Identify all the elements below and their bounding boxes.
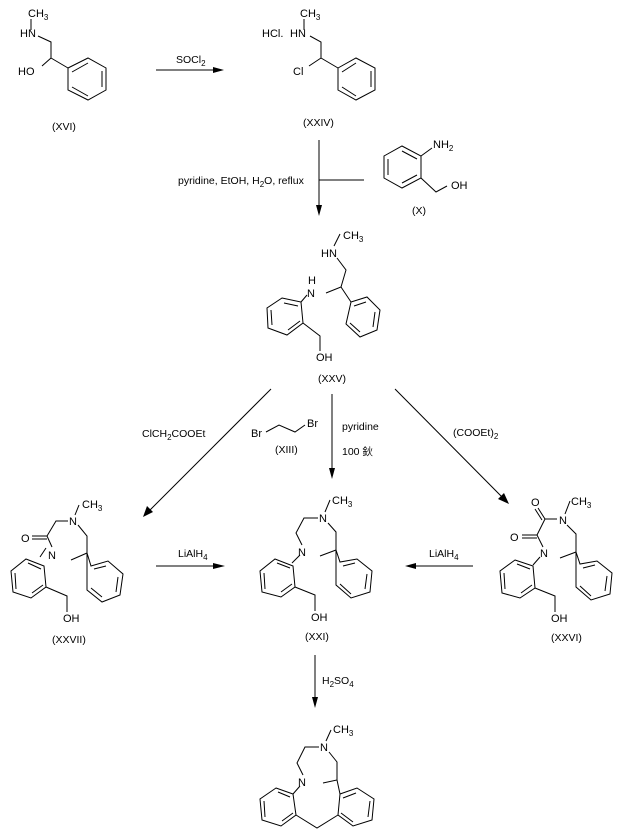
atom-o: O: [21, 533, 30, 545]
atom-cl: Cl: [293, 66, 303, 78]
reagent-pyridine: pyridine: [342, 421, 379, 433]
atom-oh: HO: [18, 66, 35, 78]
benzene-ring-left: [499, 559, 536, 599]
benzene-ring-left: [266, 297, 304, 336]
compound-label: (XXV): [318, 373, 346, 385]
benzene-ring: [337, 57, 376, 101]
atom-br2: Br: [307, 418, 318, 430]
atom-ch3: CH3: [343, 230, 364, 244]
reagent-temperature: 100 鈥: [342, 445, 373, 458]
atom-hcl: HCl.: [262, 28, 283, 40]
atom-nh-top: HN: [321, 248, 337, 260]
atom-nh2: NH2: [433, 139, 454, 153]
compound-label: (XXVI): [551, 632, 582, 644]
atom-n-top: N: [319, 513, 327, 525]
compound-label: (XVI): [52, 121, 76, 133]
reagent-socl2: SOCl2: [176, 54, 206, 68]
atom-br1: Br: [251, 428, 262, 440]
atom-n-top: N: [69, 516, 77, 528]
atom-n-bottom: N: [298, 777, 306, 789]
reagent-step2: pyridine, EtOH, H2O, reflux: [178, 175, 305, 189]
compound-xxvii: CH3 N N O OH (XXVII): [10, 499, 124, 646]
reagent-clch2cooet: ClCH2COOEt: [142, 428, 205, 442]
benzene-ring-right: [86, 552, 124, 603]
atom-n-bottom: N: [540, 548, 548, 560]
atom-nh: HN: [290, 28, 306, 40]
atom-o1: O: [531, 497, 540, 509]
compound-label: (XIII): [275, 444, 298, 456]
benzene-ring: [383, 145, 422, 189]
atom-oh: OH: [316, 352, 333, 364]
atom-n-bottom: N: [48, 550, 56, 562]
atom-ch3: CH3: [571, 496, 592, 510]
compound-x: NH2 OH (X): [383, 139, 468, 217]
atom-ch3: CH3: [82, 499, 103, 513]
compound-xxiv: CH3 HCl. HN Cl (XXIV): [262, 8, 376, 129]
compound-xxv: CH3 HN H N OH (XXV): [266, 230, 381, 385]
compound-label: (XXIV): [303, 117, 334, 129]
reaction-arrow-step2: pyridine, EtOH, H2O, reflux: [178, 140, 364, 216]
compound-label: (X): [412, 205, 426, 217]
reaction-arrow-cooet2: (COOEt)2: [394, 388, 509, 504]
reaction-arrow-clch2cooet: ClCH2COOEt: [142, 388, 272, 517]
reaction-arrow-lialh4-right: LiAlH4: [405, 548, 473, 569]
benzene-ring-left: [259, 787, 297, 827]
compound-label: (XXI): [305, 631, 329, 643]
atom-n: N: [307, 288, 315, 300]
atom-n-bottom: N: [298, 547, 306, 559]
atom-ch3: CH3: [300, 8, 321, 22]
compound-xiii: Br Br (XIII): [251, 418, 318, 456]
atom-n-top: N: [320, 742, 328, 754]
benzene-ring-right: [575, 551, 613, 601]
reagent-cooet2: (COOEt)2: [453, 427, 499, 441]
atom-ch3: CH3: [333, 724, 354, 738]
atom-nh: HN: [20, 28, 36, 40]
benzene-ring-right: [335, 549, 373, 599]
atom-n-top: N: [559, 515, 567, 527]
benzene-ring-right: [345, 296, 381, 338]
reagent-h2so4: H2SO4: [322, 675, 354, 689]
benzene-ring-left: [10, 558, 47, 599]
atom-ch3: CH3: [332, 495, 353, 509]
reaction-arrow-pyridine: pyridine 100 鈥: [329, 394, 379, 479]
atom-oh: OH: [63, 613, 80, 625]
compound-product: CH3 N N: [259, 724, 375, 829]
reaction-arrow-socl2: SOCl2: [156, 54, 224, 73]
atom-o2: O: [510, 532, 519, 544]
atom-h: H: [308, 275, 316, 287]
benzene-ring-right: [337, 787, 375, 827]
compound-xvi: CH3 HN HO (XVI): [18, 8, 107, 133]
atom-oh: OH: [311, 612, 328, 624]
benzene-ring-left: [259, 558, 296, 598]
atom-oh: OH: [451, 180, 468, 192]
benzene-ring: [67, 57, 107, 101]
compound-label: (XXVII): [52, 634, 86, 646]
atom-ch3: CH3: [28, 8, 49, 22]
reaction-arrow-lialh4-left: LiAlH4: [156, 548, 225, 569]
reaction-arrow-h2so4: H2SO4: [312, 655, 354, 708]
reagent-lialh4-right: LiAlH4: [429, 548, 459, 562]
atom-oh: OH: [551, 613, 568, 625]
compound-xxi: CH3 N N OH (XXI): [259, 495, 373, 643]
reagent-lialh4-left: LiAlH4: [178, 548, 208, 562]
compound-xxvi: O CH3 N O N OH (XXVI): [499, 496, 613, 644]
